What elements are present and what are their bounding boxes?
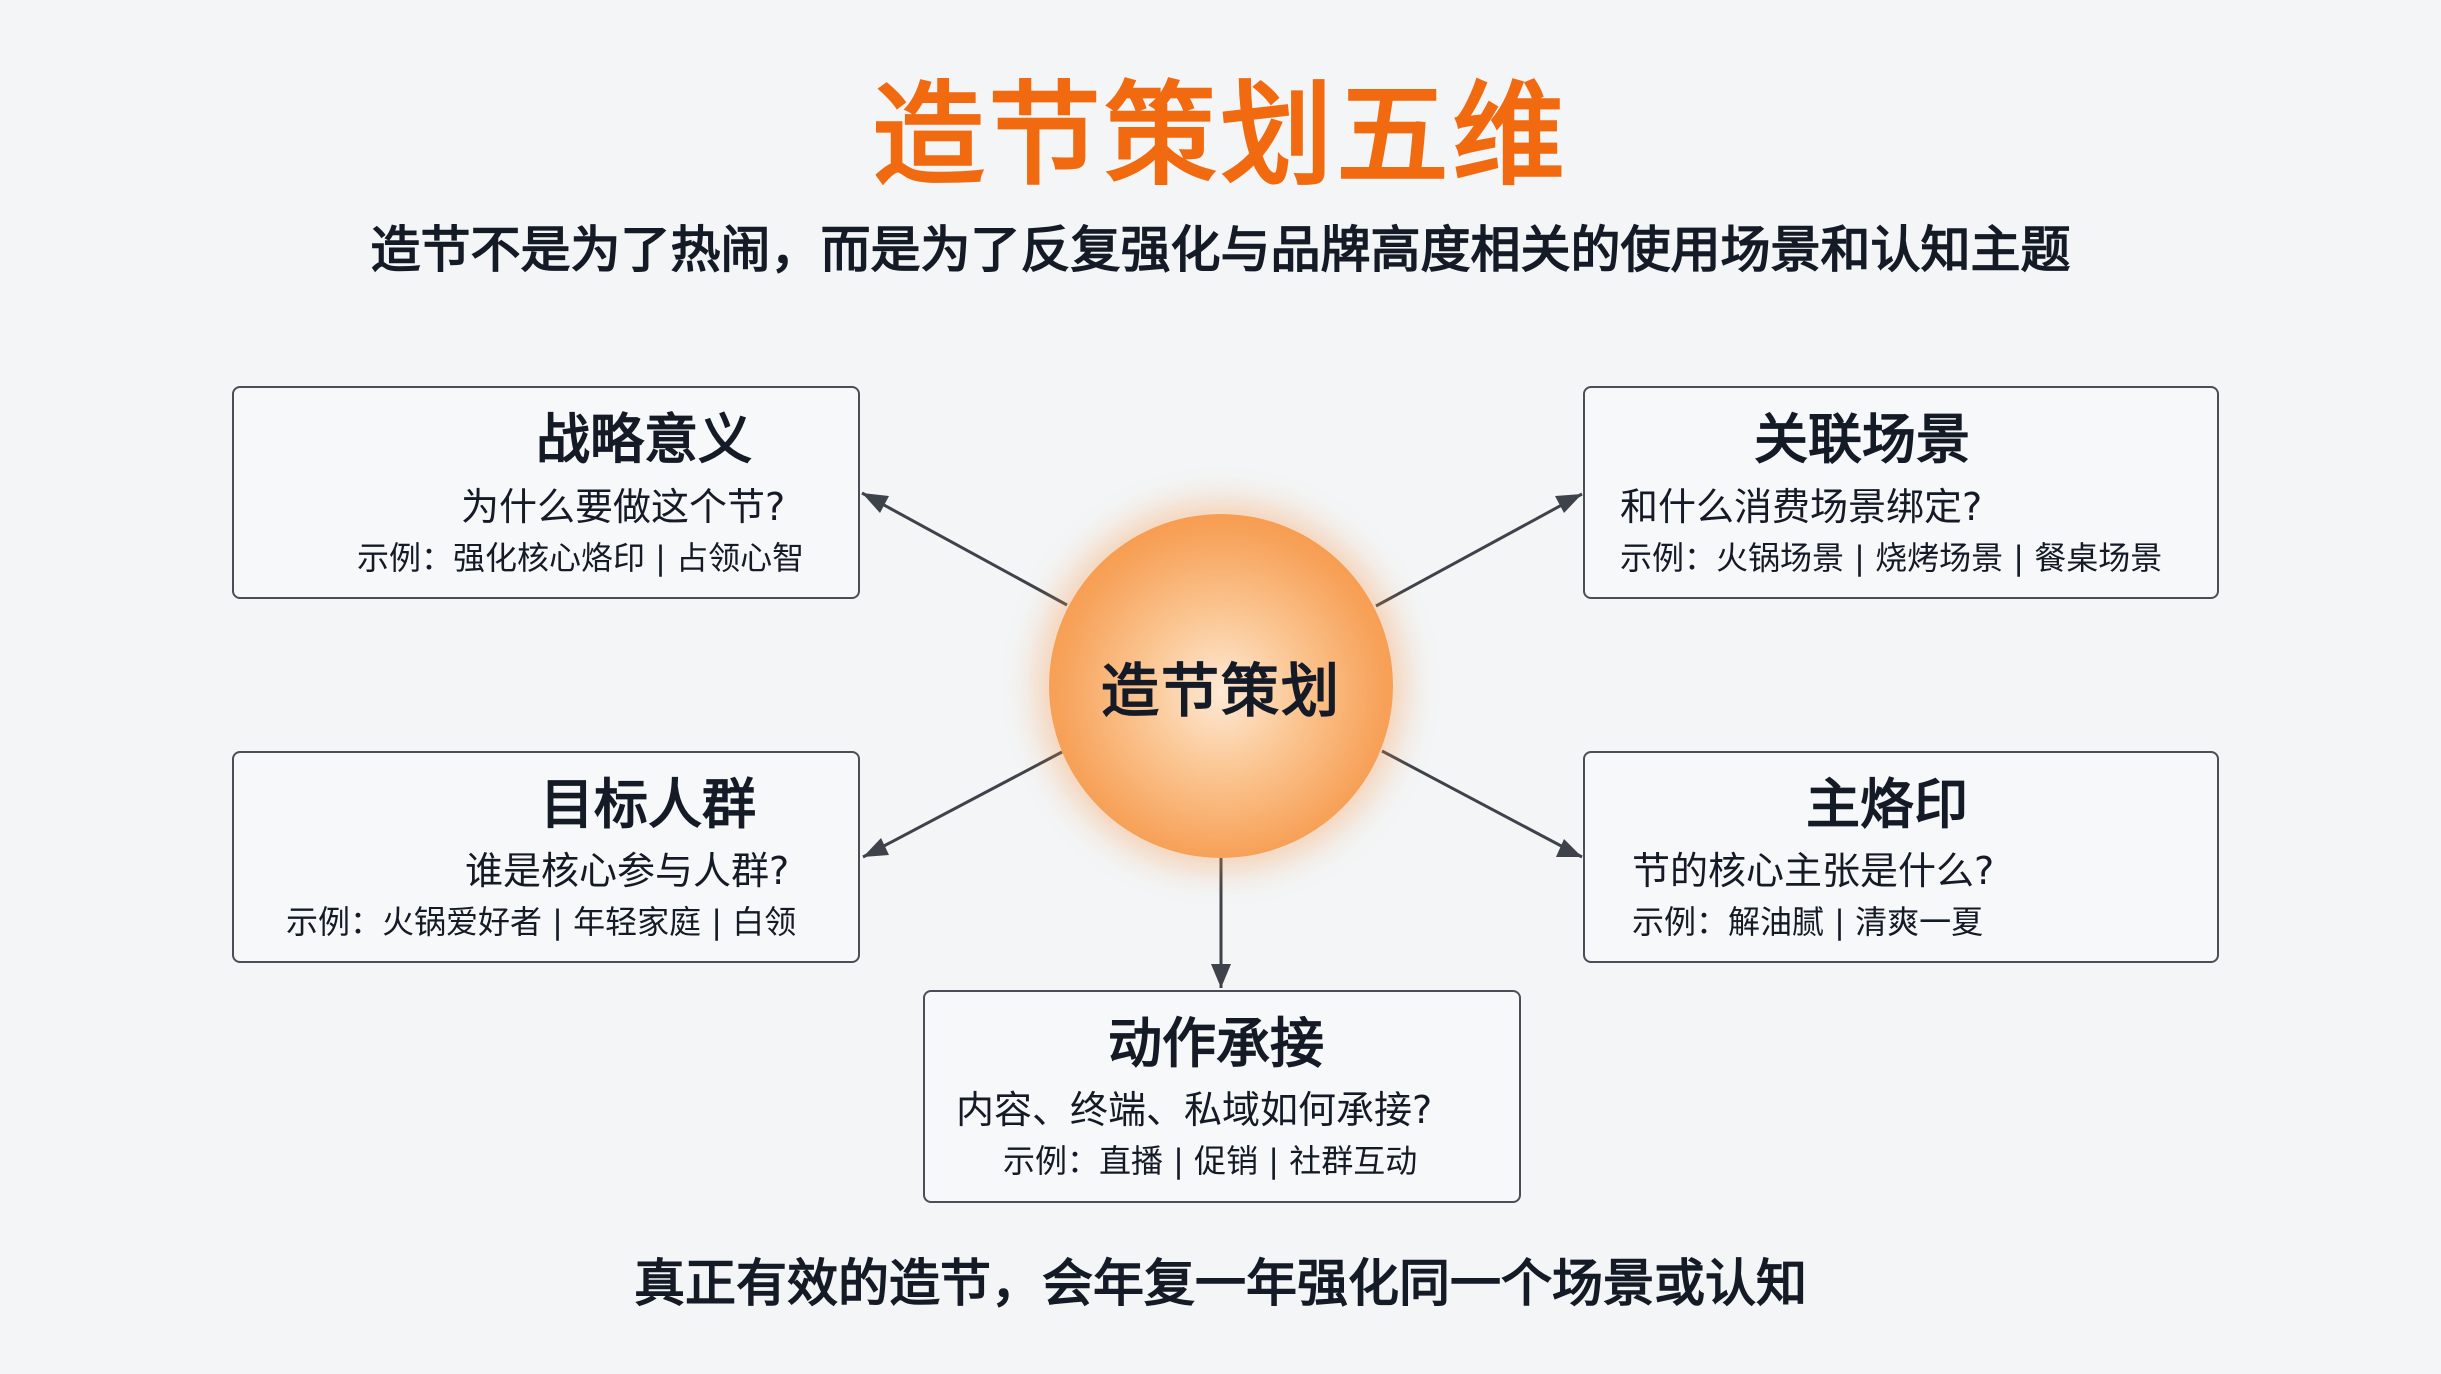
- dimension-card-main-imprint: [1583, 751, 2219, 963]
- card-question: 为什么要做这个节?: [461, 485, 786, 529]
- card-question: 节的核心主张是什么?: [1632, 849, 1995, 893]
- card-title: 目标人群: [540, 773, 756, 836]
- card-title: 主烙印: [1806, 773, 1968, 836]
- card-question: 和什么消费场景绑定?: [1620, 485, 1983, 529]
- dimension-card-action-follow-up: [923, 990, 1521, 1203]
- page-subtitle: 造节不是为了热闹，而是为了反复强化与品牌高度相关的使用场景和认知主题: [370, 221, 2071, 279]
- center-node: 造节策划: [1049, 514, 1393, 858]
- arrowhead-icon: [1211, 964, 1231, 988]
- arrowhead-icon: [863, 838, 889, 857]
- card-example: 示例：火锅爱好者 | 年轻家庭 | 白领: [286, 903, 797, 941]
- arrow-to-related-scenario: [1375, 492, 1583, 608]
- card-question: 内容、终端、私域如何承接?: [956, 1088, 1433, 1132]
- card-title: 动作承接: [1108, 1012, 1324, 1075]
- card-example: 示例：直播 | 促销 | 社群互动: [1003, 1142, 1418, 1180]
- card-title: 战略意义: [536, 408, 752, 471]
- card-question: 谁是核心参与人群?: [465, 849, 790, 893]
- arrowhead-icon: [1556, 839, 1582, 857]
- arrow-to-main-imprint: [1381, 749, 1583, 859]
- card-example: 示例：火锅场景 | 烧烤场景 | 餐桌场景: [1620, 539, 2163, 577]
- card-title: 关联场景: [1754, 408, 1970, 471]
- page-title: 造节策划五维: [872, 71, 1569, 201]
- center-node-label: 造节策划: [1100, 657, 1341, 725]
- arrow-to-strategic-meaning: [861, 491, 1068, 607]
- card-example: 示例：强化核心烙印 | 占领心智: [357, 539, 805, 577]
- footer-conclusion: 真正有效的造节，会年复一年强化同一个场景或认知: [633, 1255, 1807, 1314]
- dimension-card-target-audience: [232, 751, 860, 963]
- card-example: 示例：解油腻 | 清爽一夏: [1632, 903, 1984, 941]
- arrow-to-target-audience: [862, 750, 1063, 859]
- dimension-card-related-scenario: [1583, 386, 2219, 599]
- arrowhead-icon: [862, 493, 889, 513]
- arrowhead-icon: [1555, 494, 1582, 513]
- dimension-card-strategic-meaning: [232, 386, 860, 599]
